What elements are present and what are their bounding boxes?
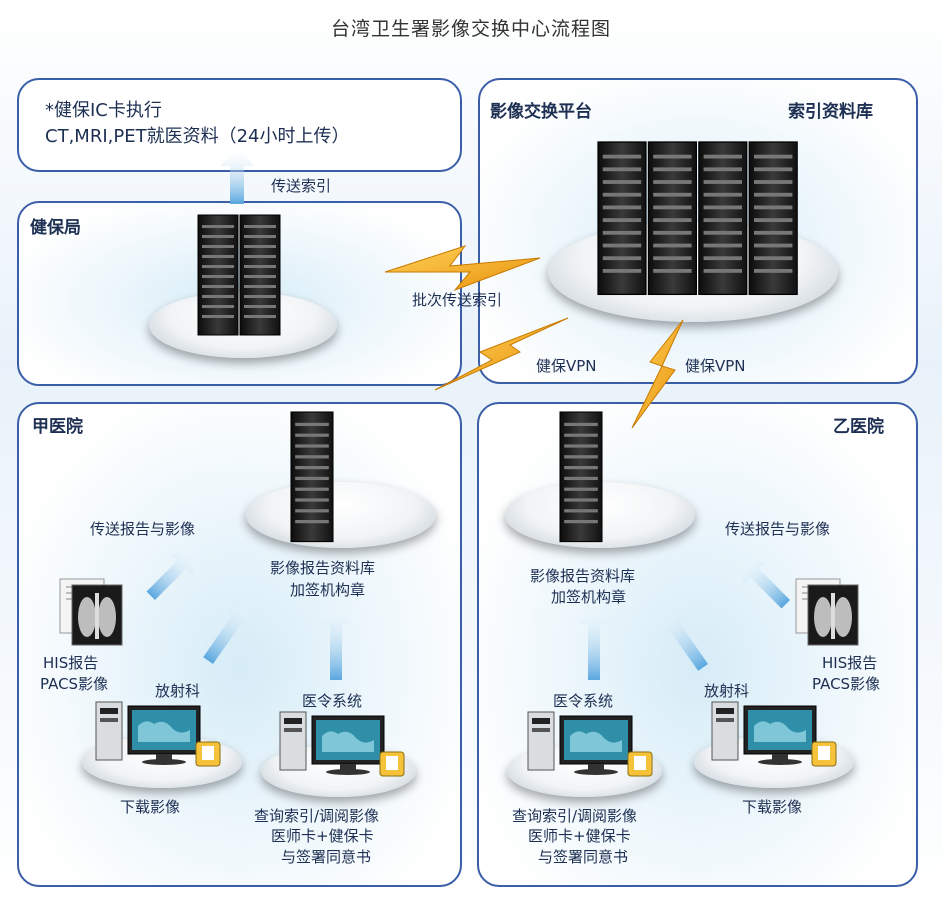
hospital-a-query-line3: 与签署同意书 — [281, 848, 372, 866]
exchange-server-icon — [597, 141, 798, 296]
hospital-b-query-line2: 医师卡+健保卡 — [528, 827, 631, 845]
hospital-a-server-icon — [290, 411, 334, 543]
vpn-right-label: 健保VPN — [685, 357, 746, 375]
hospital-b-order-pc-icon — [527, 711, 653, 777]
arrow-hb-radiology — [661, 610, 708, 671]
vpn-left-label: 健保VPN — [536, 357, 597, 375]
hospital-b-his-line1: HIS报告 — [822, 654, 878, 672]
hospital-b-radiology: 放射科 — [704, 682, 750, 700]
hospital-a-query-line2: 医师卡+健保卡 — [271, 827, 374, 845]
hospital-a-query-line1: 查询索引/调阅影像 — [254, 807, 380, 825]
hospital-b-server-icon — [559, 411, 603, 543]
hospital-b-xray-icon — [795, 578, 859, 646]
lightning-batch — [384, 245, 541, 292]
hospital-a-order-system: 医令系统 — [302, 692, 363, 710]
ic-card-note-line2: CT,MRI,PET就医资料（24小时上传） — [45, 126, 350, 147]
arrow-hb-report — [740, 558, 790, 609]
hospital-b-his-line2: PACS影像 — [812, 675, 881, 693]
diagram-title: 台湾卫生署影像交换中心流程图 — [330, 18, 611, 40]
hospital-a-his-line1: HIS报告 — [43, 654, 99, 672]
hospital-a-radiology: 放射科 — [155, 682, 201, 700]
send-index-label: 传送索引 — [271, 177, 332, 195]
exchange-platform-title: 影像交换平台 — [490, 102, 592, 122]
hospital-b-download: 下载影像 — [742, 798, 803, 816]
arrow-ha-radiology — [203, 603, 250, 664]
hospital-a-db-line2: 加签机构章 — [290, 581, 366, 599]
batch-send-index-label: 批次传送索引 — [412, 291, 503, 309]
hospital-a-title: 甲医院 — [32, 417, 83, 437]
hospital-b-radiology-pc-icon — [711, 701, 837, 767]
index-db-title: 索引资料库 — [788, 102, 873, 122]
ic-card-note-line1: *健保IC卡执行 — [45, 100, 162, 121]
hospital-b-send-reports: 传送报告与影像 — [725, 520, 831, 538]
arrow-ha-order — [320, 604, 352, 680]
arrow-ha-report — [146, 550, 197, 600]
hospital-a-xray-icon — [59, 578, 123, 646]
hospital-b-query-line1: 查询索引/调阅影像 — [512, 807, 638, 825]
hospital-a-send-reports: 传送报告与影像 — [90, 520, 196, 538]
hospital-a-his-line2: PACS影像 — [40, 675, 109, 693]
hospital-a-radiology-pc-icon — [95, 701, 221, 767]
hospital-b-order-system: 医令系统 — [553, 692, 614, 710]
hospital-a-order-pc-icon — [279, 711, 405, 777]
arrow-ic-to-nhi — [220, 146, 254, 204]
lightning-vpn-right — [631, 319, 684, 429]
arrow-hb-order — [578, 604, 610, 680]
hospital-b-db-line2: 加签机构章 — [551, 588, 627, 606]
hospital-b-db-line1: 影像报告资料库 — [530, 567, 636, 585]
nhi-server-icon — [197, 214, 281, 336]
nhi-bureau-title: 健保局 — [30, 218, 81, 238]
hospital-a-server-platter — [246, 482, 436, 548]
hospital-a-db-line1: 影像报告资料库 — [270, 559, 376, 577]
hospital-b-title: 乙医院 — [833, 417, 884, 437]
hospital-a-download: 下载影像 — [120, 798, 181, 816]
lightning-vpn-left — [434, 317, 569, 391]
hospital-b-query-line3: 与签署同意书 — [538, 848, 629, 866]
